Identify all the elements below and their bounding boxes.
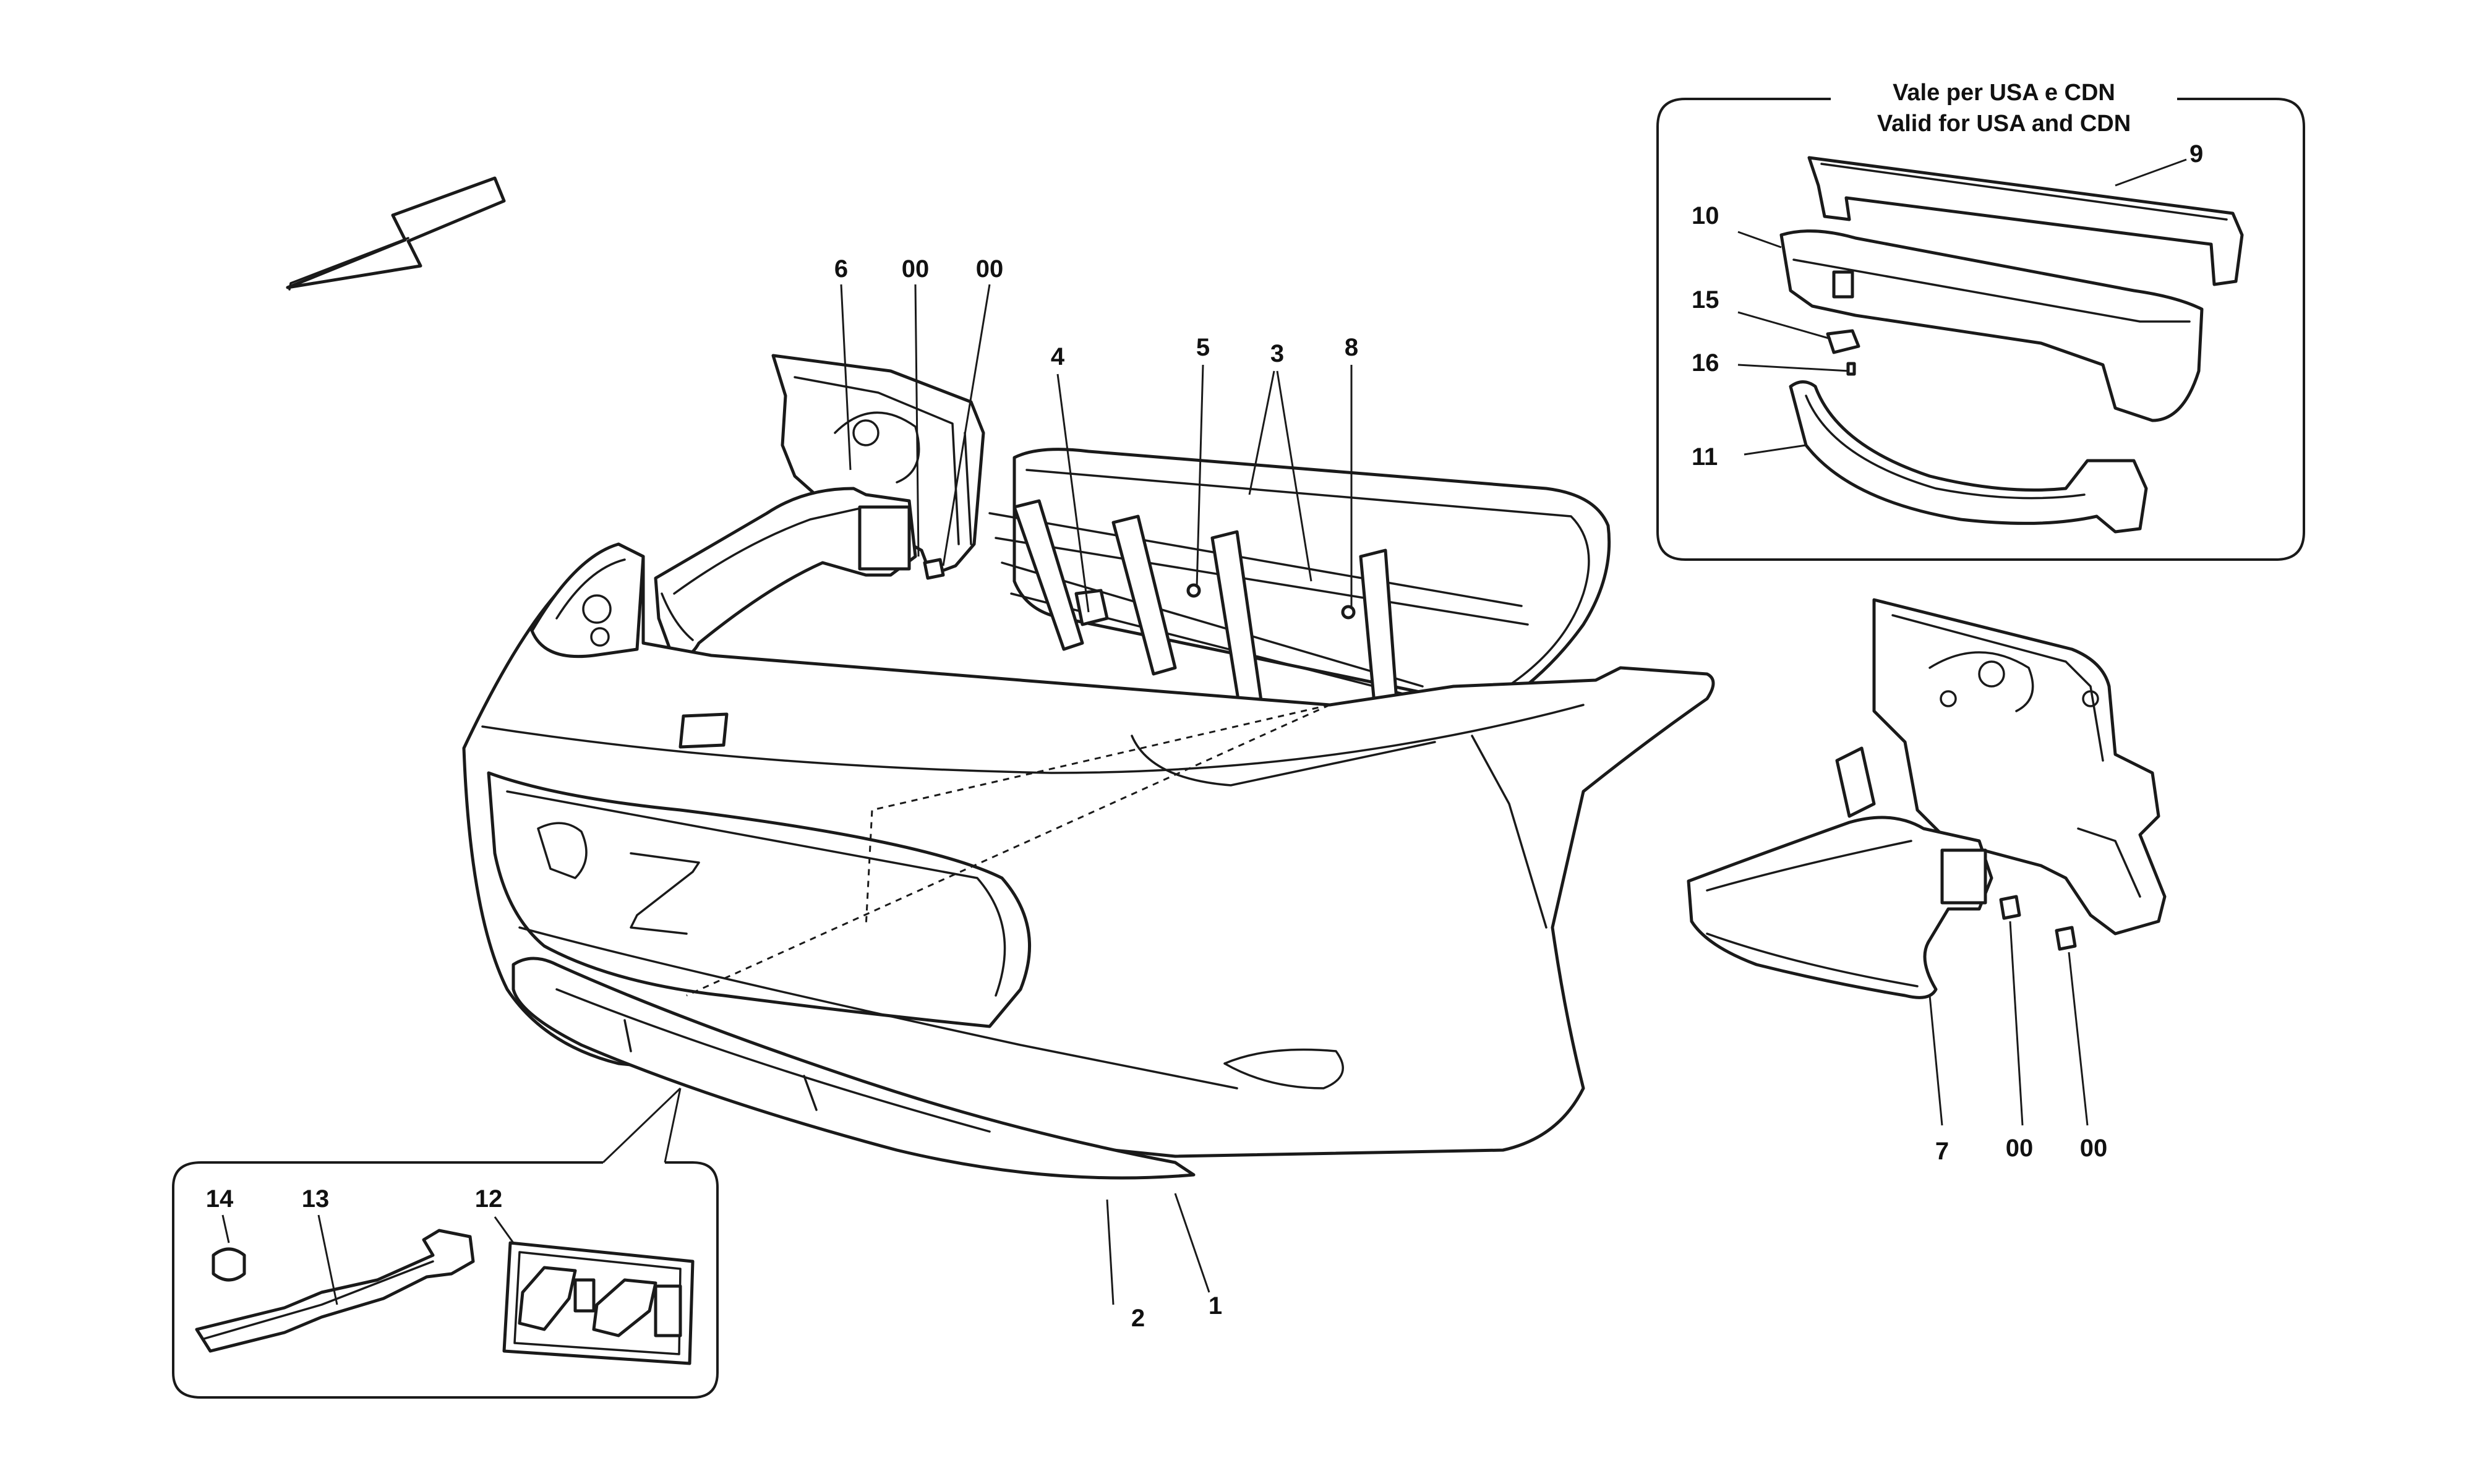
- callout-00-top-right: 00: [976, 255, 1004, 283]
- right-air-duct-part: [1687, 746, 1993, 999]
- screw-part: [1846, 362, 1856, 376]
- right-bracket-part: [1872, 598, 2167, 936]
- left-air-duct-part: [654, 487, 917, 659]
- callout-1: 1: [1209, 1292, 1222, 1320]
- callout-00-bottom-right: 00: [2080, 1135, 2108, 1162]
- bumper-beam-part: [1807, 156, 2244, 286]
- right-bolts-part: [1999, 895, 2077, 951]
- callout-00-top-left: 00: [902, 255, 930, 283]
- callout-8: 8: [1345, 334, 1358, 361]
- callout-11: 11: [1692, 443, 1718, 471]
- splitter-detail-inset: 14 13 12: [172, 1087, 719, 1399]
- callout-13: 13: [302, 1185, 330, 1213]
- direction-arrow-icon: [286, 176, 506, 291]
- nut-part: [212, 1247, 246, 1282]
- inset-title-line2: Valid for USA and CDN: [1877, 111, 2131, 137]
- bolt-part: [923, 558, 945, 580]
- usa-cdn-inset: Vale per USA e CDN Valid for USA and CDN: [1656, 80, 2305, 561]
- energy-absorber-part: [1779, 229, 2204, 422]
- callout-2: 2: [1131, 1305, 1145, 1332]
- callout-7: 7: [1935, 1138, 1949, 1165]
- callout-4: 4: [1051, 343, 1065, 370]
- callout-15: 15: [1692, 286, 1719, 313]
- callout-14: 14: [206, 1185, 234, 1213]
- callout-5: 5: [1196, 334, 1210, 361]
- callout-6: 6: [834, 255, 848, 283]
- callout-9: 9: [2189, 140, 2203, 168]
- callout-10: 10: [1692, 202, 1719, 229]
- vent-panel-part: [502, 1241, 695, 1365]
- callout-12: 12: [475, 1185, 503, 1213]
- callout-16: 16: [1692, 349, 1719, 377]
- front-bumper-part: [462, 542, 1715, 1158]
- leader-lines: [840, 284, 2089, 1305]
- front-splitter-part: [511, 957, 1196, 1180]
- lower-beam-part: [1789, 380, 2148, 534]
- callout-00-bottom-left: 00: [2006, 1135, 2034, 1162]
- inset-title-line1: Vale per USA e CDN: [1893, 80, 2115, 106]
- callout-3: 3: [1270, 340, 1284, 367]
- clip-part: [1826, 329, 1860, 354]
